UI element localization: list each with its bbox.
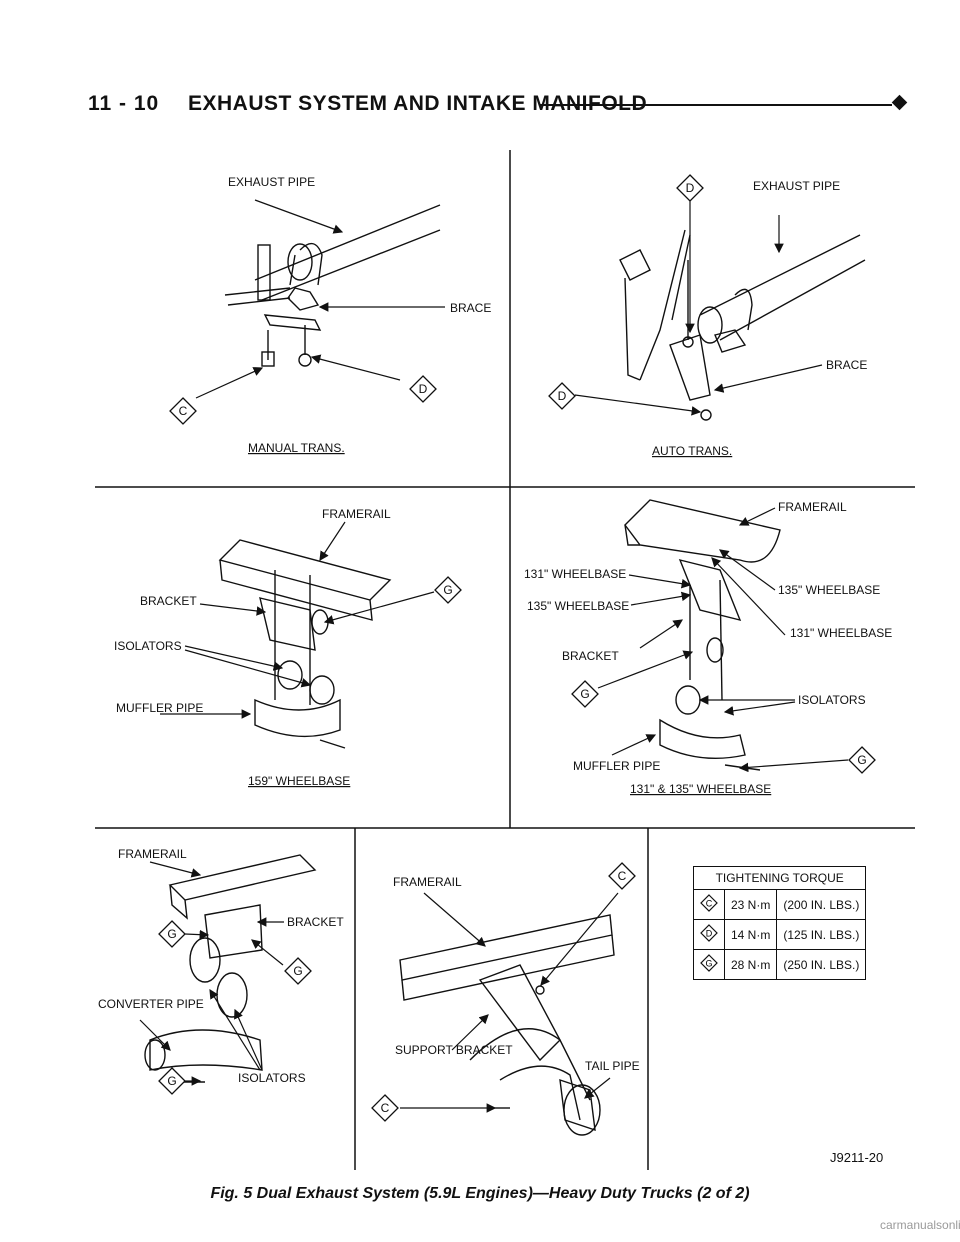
manual-trans-title: MANUAL TRANS. — [248, 441, 345, 455]
torque-inlbs-cell: (250 IN. LBS.) — [776, 949, 867, 980]
wb159-drawing — [218, 539, 392, 749]
converter-callout-g-1: G — [158, 920, 186, 948]
exhaust-pipe-label-1: EXHAUST PIPE — [228, 175, 315, 189]
wb159-title: 159" WHEELBASE — [248, 774, 350, 788]
converter-pipe-label: CONVERTER PIPE — [98, 997, 204, 1011]
figure-code: J9211-20 — [830, 1150, 884, 1165]
callout-d-top-label: D — [686, 181, 695, 195]
isolators-label-1: ISOLATORS — [114, 639, 182, 653]
torque-inlbs-cell: (200 IN. LBS.) — [776, 889, 867, 920]
auto-trans-callout-d-bottom: D — [548, 382, 576, 410]
converter-leaders — [139, 861, 284, 1086]
callout-g-3-label: G — [167, 1074, 176, 1088]
svg-text:G: G — [705, 959, 712, 969]
table-row: G 28 N·m (250 IN. LBS.) — [693, 949, 867, 980]
bracket-label-3: BRACKET — [287, 915, 344, 929]
table-row: D 14 N·m (125 IN. LBS.) — [693, 919, 867, 950]
callout-c-label: C — [179, 404, 188, 418]
svg-text:C: C — [706, 899, 713, 909]
torque-nm-cell: 23 N·m — [723, 889, 778, 920]
wb159-leaders — [160, 521, 435, 719]
callout-c-bottom-label: C — [381, 1101, 390, 1115]
header-rule — [540, 104, 892, 106]
callout-g-2-label: G — [293, 964, 302, 978]
watermark: carmanualsonline.info — [880, 1218, 960, 1232]
figure-caption: Fig. 5 Dual Exhaust System (5.9L Engines… — [210, 1185, 750, 1202]
torque-key-cell: C — [693, 889, 725, 920]
torque-key-cell: D — [693, 919, 725, 950]
torque-key-cell: G — [693, 949, 725, 980]
page-header: 11 - 10 EXHAUST SYSTEM AND INTAKE MANIFO… — [88, 92, 918, 122]
tailpipe-callout-c-bottom: C — [371, 1094, 399, 1122]
tail-pipe-label: TAIL PIPE — [585, 1059, 640, 1073]
auto-trans-callout-d-top: D — [676, 174, 704, 202]
framerail-label-1: FRAMERAIL — [322, 507, 391, 521]
manual-trans-leaders — [195, 199, 445, 399]
brace-label-2: BRACE — [826, 358, 867, 372]
brace-label-1: BRACE — [450, 301, 491, 315]
table-row: C 23 N·m (200 IN. LBS.) — [693, 889, 867, 920]
auto-trans-title: AUTO TRANS. — [652, 444, 732, 458]
wb131-callout-g-left: G — [571, 680, 599, 708]
tailpipe-drawing — [399, 914, 615, 1136]
exhaust-pipe-label-2: EXHAUST PIPE — [753, 179, 840, 193]
auto-trans-leaders — [574, 195, 823, 416]
callout-g-1-label: G — [167, 927, 176, 941]
torque-nm-cell: 14 N·m — [723, 919, 778, 950]
callout-c-top-label: C — [618, 869, 627, 883]
isolators-label-3: ISOLATORS — [238, 1071, 306, 1085]
callout-diamond-icon: D — [700, 924, 718, 942]
support-bracket-label: SUPPORT BRACKET — [395, 1043, 513, 1057]
wb135-right-label: 135" WHEELBASE — [778, 583, 880, 597]
tailpipe-leaders — [400, 892, 619, 1113]
callout-diamond-icon: C — [700, 894, 718, 912]
tailpipe-callout-c-top: C — [608, 862, 636, 890]
panel-dividers — [95, 150, 915, 1170]
callout-g-left-label: G — [580, 687, 589, 701]
wb131-right-label: 131" WHEELBASE — [790, 626, 892, 640]
framerail-label-4: FRAMERAIL — [393, 875, 462, 889]
callout-g-right-label: G — [857, 753, 866, 767]
manual-trans-callout-c: C — [169, 397, 197, 425]
muffler-pipe-label-2: MUFFLER PIPE — [573, 759, 660, 773]
svg-text:D: D — [706, 929, 713, 939]
bracket-label-2: BRACKET — [562, 649, 619, 663]
wb131-left-label: 131" WHEELBASE — [524, 567, 626, 581]
wb131-drawing — [624, 499, 781, 771]
wb131-title: 131" & 135" WHEELBASE — [630, 782, 771, 796]
page-number: 11 - 10 — [88, 92, 160, 115]
auto-trans-drawing — [619, 229, 866, 421]
callout-d-label: D — [419, 382, 428, 396]
manual-trans-callout-d: D — [409, 375, 437, 403]
section-title: EXHAUST SYSTEM AND INTAKE MANIFOLD — [188, 92, 648, 115]
framerail-label-2: FRAMERAIL — [778, 500, 847, 514]
manual-trans-drawing — [224, 204, 441, 367]
torque-nm-cell: 28 N·m — [723, 949, 778, 980]
converter-callout-g-2: G — [284, 957, 312, 985]
wb135-left-label: 135" WHEELBASE — [527, 599, 629, 613]
callout-d-bottom-label: D — [558, 389, 567, 403]
isolators-label-2: ISOLATORS — [798, 693, 866, 707]
converter-callout-g-3: G — [158, 1067, 186, 1095]
bracket-label-1: BRACKET — [140, 594, 197, 608]
torque-table-title: TIGHTENING TORQUE — [692, 866, 867, 890]
wb131-leaders — [597, 507, 849, 773]
callout-diamond-icon: G — [700, 954, 718, 972]
muffler-pipe-label-1: MUFFLER PIPE — [116, 701, 203, 715]
tightening-torque-table: TIGHTENING TORQUE C 23 N·m (200 IN. LBS.… — [692, 866, 867, 980]
wb131-callout-g-right: G — [848, 746, 876, 774]
callout-g-label: G — [443, 583, 452, 597]
wb159-callout-g: G — [434, 576, 462, 604]
torque-inlbs-cell: (125 IN. LBS.) — [776, 919, 867, 950]
framerail-label-3: FRAMERAIL — [118, 847, 187, 861]
